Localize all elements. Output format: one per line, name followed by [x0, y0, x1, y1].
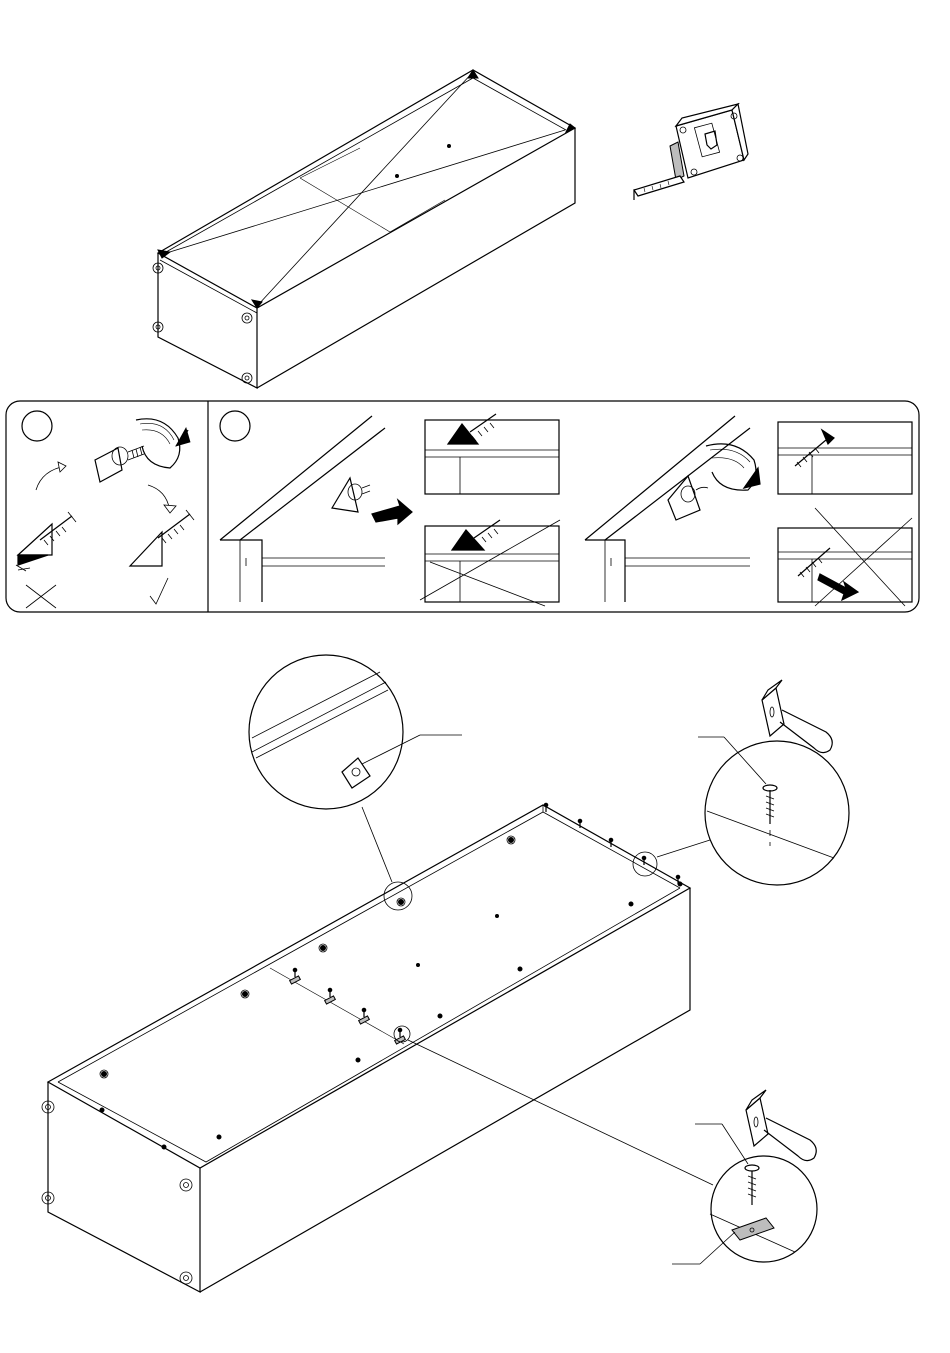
zoom-detail-nail [657, 737, 849, 885]
tape-measure-icon [634, 104, 748, 200]
step-2-circle [220, 411, 250, 441]
detail-box-incorrect [420, 520, 560, 606]
correct-orientation [130, 510, 194, 566]
detail-box-incorrect-2 [778, 508, 912, 606]
cabinet-carcass [153, 70, 575, 388]
connector-plate-icon [732, 1218, 774, 1240]
screw-icon [763, 785, 777, 846]
wrong-orientation [16, 512, 76, 571]
cabinet-back-panel [42, 803, 690, 1292]
instruction-panel [6, 401, 919, 612]
corner-detail-fixing [585, 416, 760, 602]
nail-icon [745, 1165, 759, 1205]
step-1-circle [22, 411, 52, 441]
detail-box-correct [425, 414, 559, 494]
zoom-detail-connector [249, 655, 462, 882]
detail-box-correct-2 [778, 422, 912, 494]
cross-mark-icon [26, 585, 56, 608]
corner-detail [220, 416, 412, 602]
check-mark-icon [150, 578, 168, 604]
zoom-detail-plate [408, 1040, 817, 1264]
connector-with-screw [95, 419, 190, 482]
hammer-icon [746, 1090, 816, 1161]
